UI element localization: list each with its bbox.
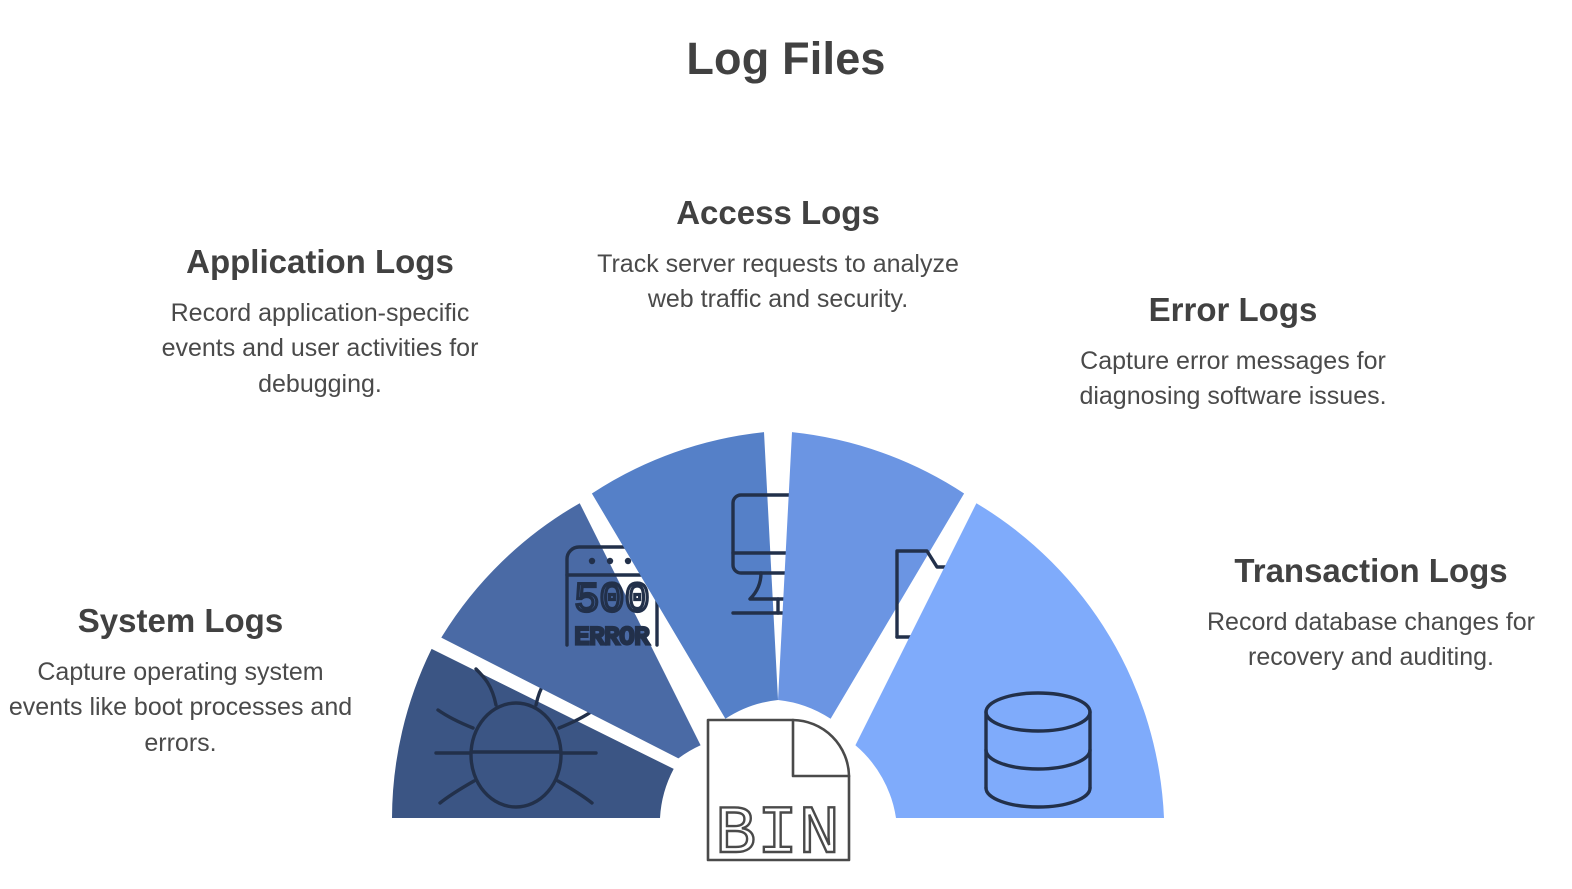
fan-segment-access-logs-shape[interactable] bbox=[591, 432, 778, 719]
callout-transaction-logs-title: Transaction Logs bbox=[1234, 552, 1508, 589]
callout-system-logs-description: Capture operating system events like boo… bbox=[8, 657, 353, 757]
callout-access-logs[interactable]: Access Logs Track server requests to ana… bbox=[592, 194, 964, 318]
fan-segment-access-logs[interactable] bbox=[591, 432, 825, 719]
fan-segment-application-logs-shape[interactable] bbox=[441, 503, 701, 759]
callout-transaction-logs[interactable]: Transaction Logs Record database changes… bbox=[1196, 552, 1546, 676]
callout-system-logs[interactable]: System Logs Capture operating system eve… bbox=[8, 602, 353, 761]
browser-500-error-icon: 500 ERROR bbox=[565, 545, 659, 654]
callout-application-logs-title: Application Logs bbox=[186, 243, 454, 280]
fan-segment-application-logs[interactable]: 500 ERROR bbox=[441, 503, 701, 759]
fan-segment-system-logs-shape[interactable] bbox=[392, 648, 674, 818]
fan-segment-error-logs[interactable] bbox=[778, 432, 1010, 719]
browser-icon-code-label: 500 bbox=[574, 576, 650, 624]
fan-segment-transaction-logs-shape[interactable] bbox=[855, 503, 1164, 818]
callout-error-logs[interactable]: Error Logs Capture error messages for di… bbox=[1058, 291, 1408, 415]
callout-application-logs-description: Record application-specific events and u… bbox=[161, 298, 479, 398]
fan-segment-system-logs[interactable] bbox=[392, 648, 674, 818]
callout-transaction-logs-description: Record database changes for recovery and… bbox=[1207, 607, 1535, 672]
monitor-icon bbox=[731, 493, 825, 615]
callout-error-logs-title: Error Logs bbox=[1148, 291, 1318, 328]
callout-application-logs[interactable]: Application Logs Record application-spec… bbox=[155, 243, 485, 402]
callout-system-logs-title: System Logs bbox=[77, 602, 284, 639]
bin-file-icon: BIN bbox=[706, 718, 851, 874]
bug-icon bbox=[434, 667, 598, 809]
folder-warning-icon bbox=[895, 549, 1010, 668]
bin-file-label: BIN bbox=[715, 796, 840, 873]
database-icon bbox=[984, 691, 1092, 809]
callout-access-logs-title: Access Logs bbox=[676, 194, 880, 231]
fan-segment-transaction-logs[interactable] bbox=[855, 503, 1164, 818]
callout-access-logs-description: Track server requests to analyze web tra… bbox=[597, 249, 959, 314]
page-title: Log Files bbox=[686, 33, 886, 84]
callout-error-logs-description: Capture error messages for diagnosing so… bbox=[1079, 346, 1387, 411]
browser-icon-error-label: ERROR bbox=[574, 623, 649, 652]
fan-segment-error-logs-shape[interactable] bbox=[778, 432, 965, 719]
